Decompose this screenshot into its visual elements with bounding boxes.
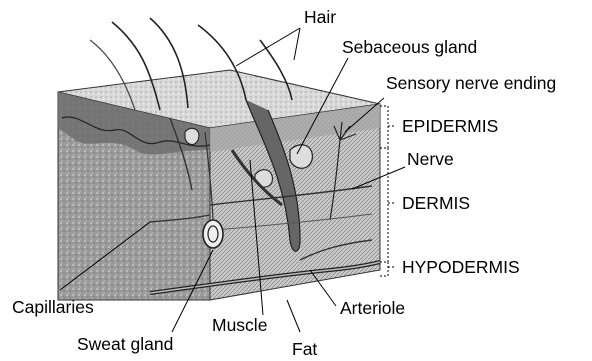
label-arteriole: Arteriole [340,300,405,318]
label-muscle: Muscle [212,317,267,335]
sebaceous-gland-shape [290,145,312,168]
layer-brackets [380,106,394,276]
label-sebaceous-gland: Sebaceous gland [342,39,477,57]
sweat-gland-coil [203,220,223,248]
label-fat: Fat [292,341,317,359]
label-nerve: Nerve [407,151,454,169]
label-hair: Hair [304,9,336,27]
label-dermis: DERMIS [402,195,470,213]
label-hypodermis: HYPODERMIS [402,259,520,277]
label-capillaries: Capillaries [12,299,94,317]
label-sweat-gland: Sweat gland [77,336,173,354]
label-sensory-nerve-ending: Sensory nerve ending [386,75,556,93]
label-epidermis: EPIDERMIS [402,118,498,136]
